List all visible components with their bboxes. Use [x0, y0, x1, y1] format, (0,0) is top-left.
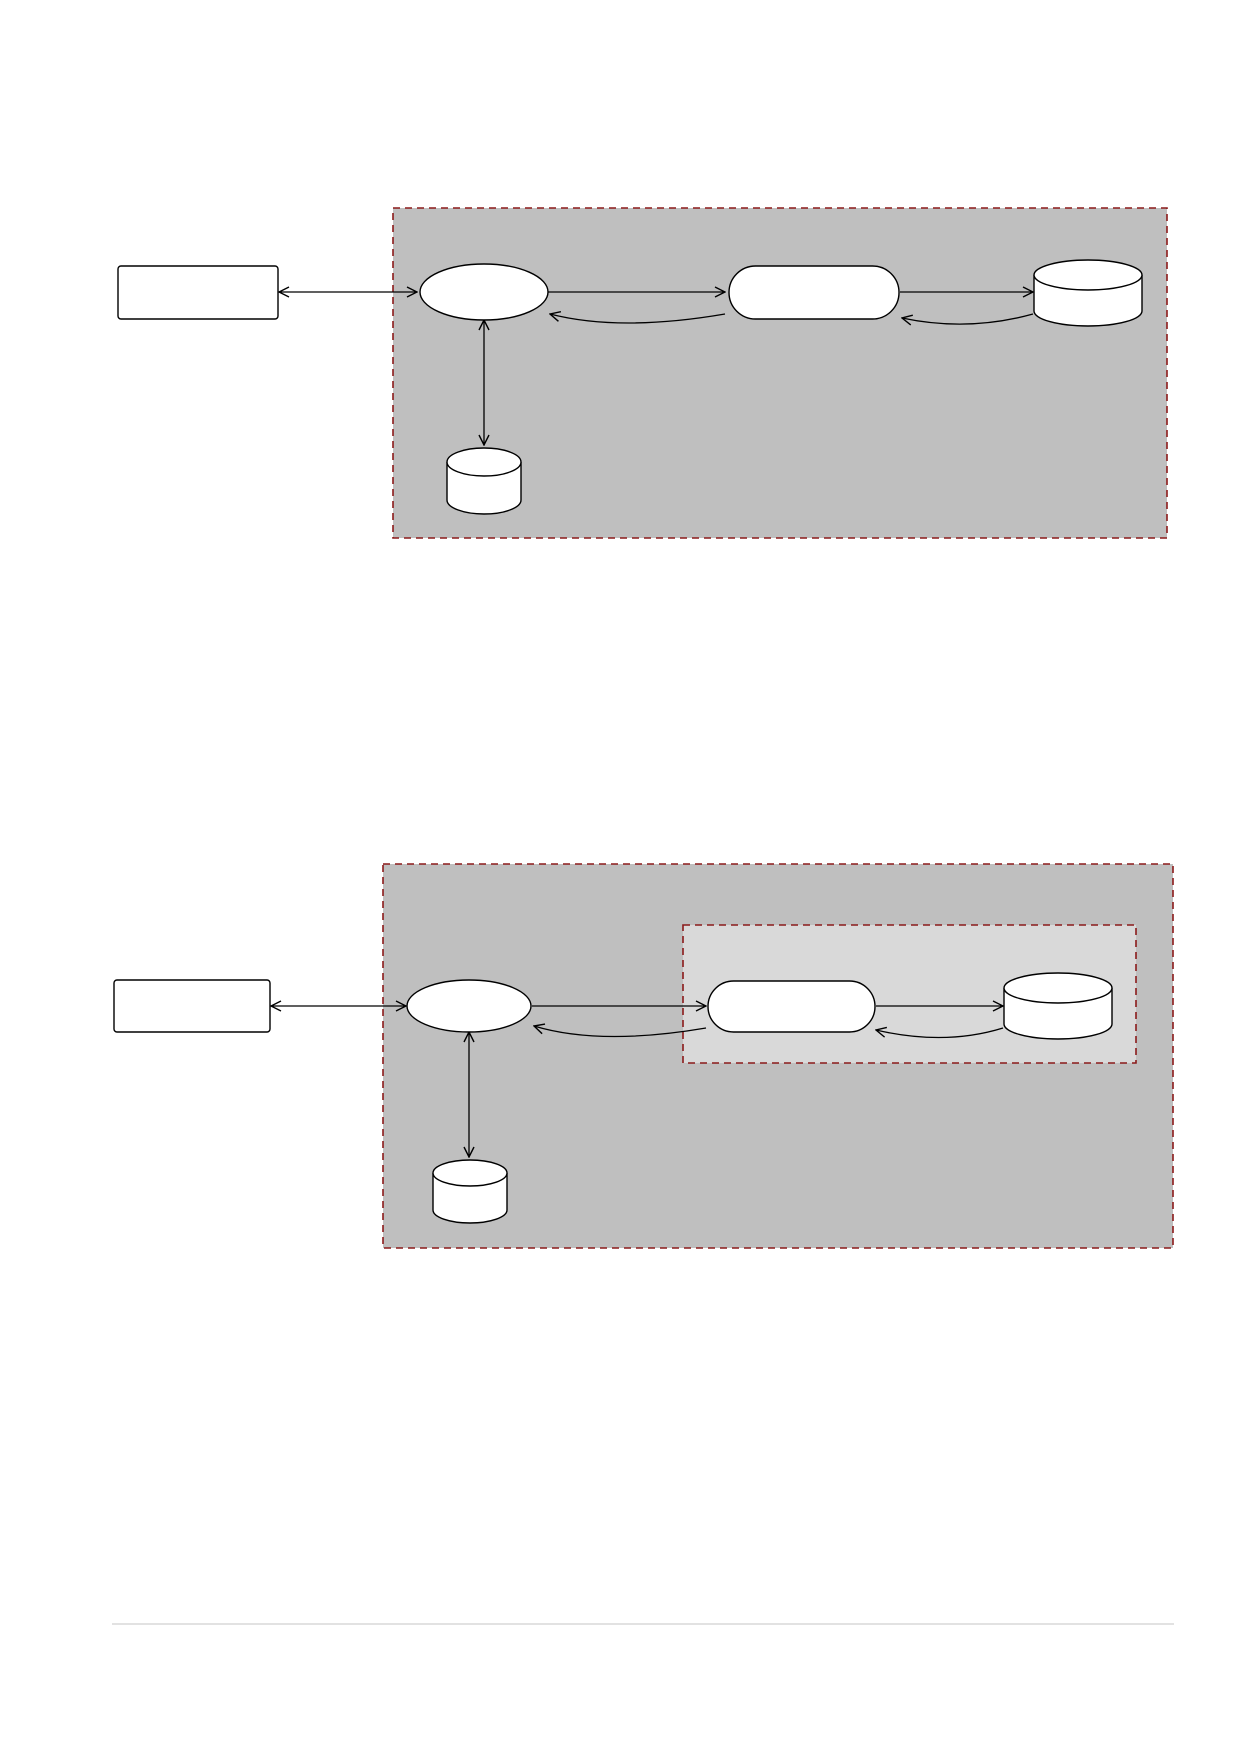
flow-secondary-to-process	[550, 314, 726, 324]
external-entity-box	[113, 979, 271, 1033]
process-main-ellipse	[406, 979, 532, 1033]
process-secondary-stadium	[707, 980, 876, 1033]
datastore-bottom-cylinder	[446, 447, 522, 515]
flow-secondary-to-process	[534, 1026, 707, 1038]
datastore-right-cylinder	[1003, 972, 1113, 1040]
data-flow-diagram-2	[113, 863, 1174, 1249]
process-secondary-stadium	[728, 265, 900, 320]
flow-datastore-to-secondary	[902, 313, 1034, 324]
datastore-right-cylinder	[1033, 259, 1143, 327]
data-flow-diagram-1	[117, 207, 1168, 539]
process-main-ellipse	[419, 263, 549, 321]
datastore-bottom-cylinder	[432, 1159, 508, 1224]
trust-boundary-outer	[392, 207, 1168, 539]
external-entity-box	[117, 265, 279, 320]
flow-datastore-to-secondary	[876, 1028, 1004, 1039]
